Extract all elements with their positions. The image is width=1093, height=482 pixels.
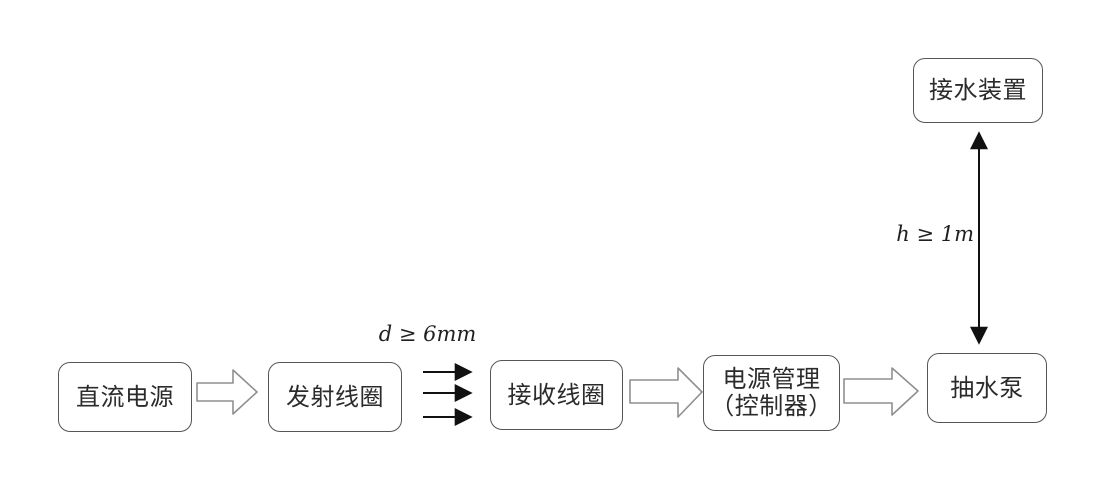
block-arrow-dc-to-tx [196, 369, 258, 415]
lift-height-annotation: h ≥ 1m [896, 222, 974, 246]
block-arrow-mgmt-to-pump [843, 367, 919, 416]
node-water-receiver: 接水装置 [913, 58, 1043, 123]
node-power-mgmt-label: 电源管理 （控制器） [710, 366, 833, 420]
block-arrow-rx-to-mgmt [629, 367, 703, 418]
node-rx-coil-label: 接收线圈 [507, 381, 606, 409]
node-water-pump: 抽水泵 [927, 353, 1047, 423]
node-tx-coil: 发射线圈 [268, 362, 402, 432]
node-dc-power-label: 直流电源 [76, 383, 174, 411]
node-tx-coil-label: 发射线圈 [286, 383, 384, 411]
node-dc-power: 直流电源 [58, 362, 192, 432]
node-water-pump-label: 抽水泵 [950, 374, 1024, 402]
node-rx-coil: 接收线圈 [490, 360, 623, 430]
coil-gap-annotation: d ≥ 6mm [378, 322, 477, 346]
node-water-receiver-label: 接水装置 [929, 77, 1027, 104]
node-power-mgmt: 电源管理 （控制器） [703, 355, 840, 431]
